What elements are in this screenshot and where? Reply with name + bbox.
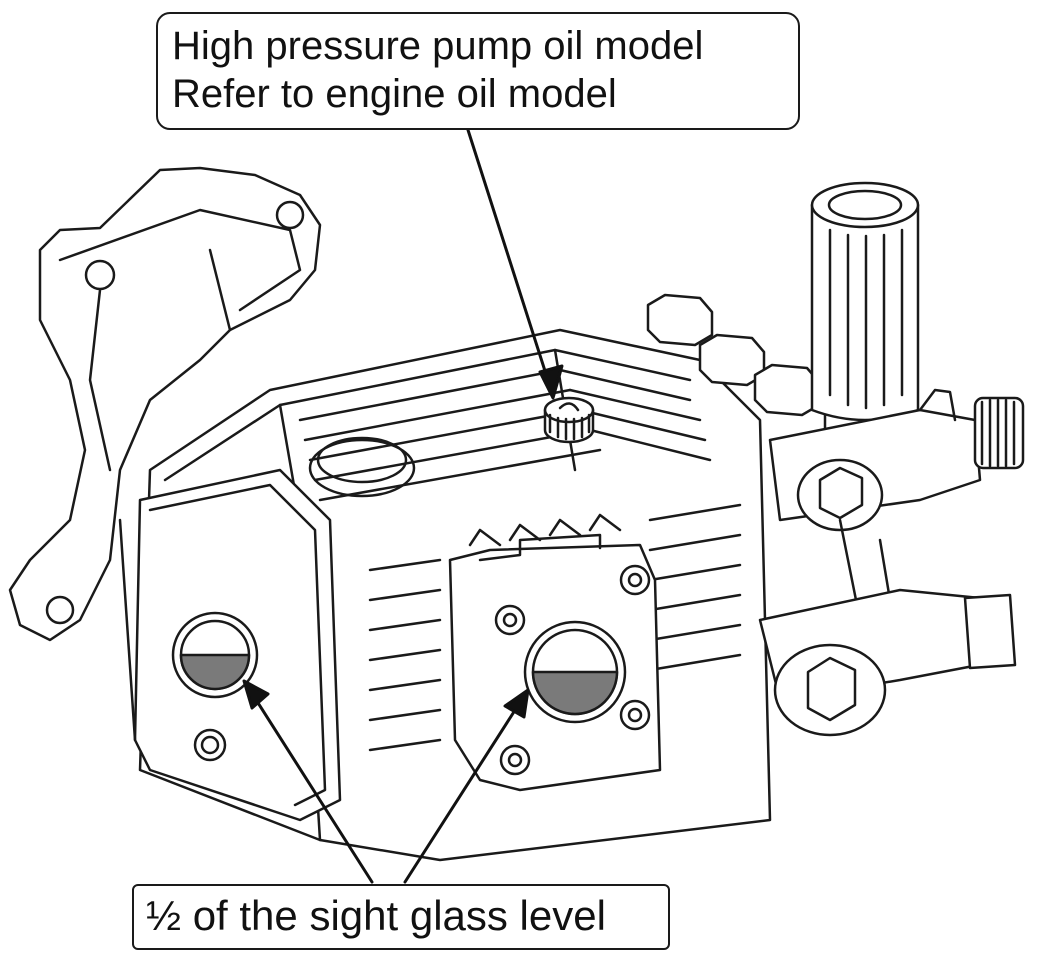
oil-model-line-2: Refer to engine oil model [172,72,617,116]
oil-cap [543,396,595,444]
oil-model-callout: High pressure pump oil model Refer to en… [156,12,800,130]
sight-glass-label: ½ of the sight glass level [146,892,606,939]
oil-cap-arrowhead [538,364,564,400]
right-glass-arrow [403,691,528,884]
right-glass-arrowhead [503,688,530,719]
unloader-valve [810,181,920,454]
valve-plugs [646,293,821,417]
callout-arrows [242,128,564,884]
oil-model-line-1: High pressure pump oil model [172,24,704,68]
mounting-flange [8,166,322,642]
outlet-fittings [758,388,1025,737]
left-glass-arrowhead [242,679,270,710]
side-cover [448,513,662,792]
oil-cap-arrow [466,128,555,398]
rear-cover [118,468,342,822]
left-glass-arrow [244,682,374,884]
sight-glass-callout: ½ of the sight glass level [132,884,670,950]
